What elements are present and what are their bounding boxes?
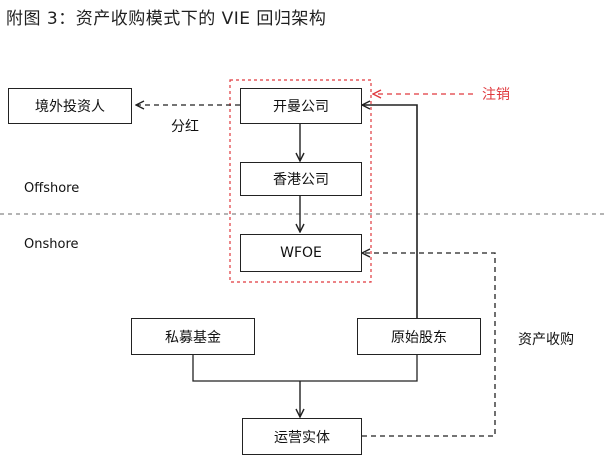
original-shareholders-box: 原始股东 — [357, 318, 481, 355]
wfoe-box: WFOE — [240, 234, 362, 272]
original-shareholders-label: 原始股东 — [391, 329, 447, 346]
figure-title: 附图 3：资产收购模式下的 VIE 回归架构 — [6, 9, 327, 29]
operating-entity-label: 运营实体 — [274, 429, 330, 446]
offshore-investor-label: 境外投资人 — [35, 99, 105, 115]
hongkong-company-box: 香港公司 — [240, 162, 362, 196]
offshore-investor-box: 境外投资人 — [8, 88, 132, 124]
dividend-label: 分红 — [171, 119, 199, 135]
wfoe-label: WFOE — [280, 245, 322, 261]
shareholders-to-cayman-arrow — [362, 105, 418, 318]
vie-group-frame — [229, 79, 372, 283]
asset-acquisition-arrow — [362, 253, 496, 437]
offshore-label: Offshore — [24, 181, 80, 196]
asset-acquisition-label: 资产收购 — [518, 332, 574, 348]
hongkong-company-label: 香港公司 — [273, 172, 329, 188]
pe-fund-label: 私募基金 — [165, 329, 221, 346]
pe-fund-box: 私募基金 — [131, 318, 255, 355]
pe-fund-connector — [192, 355, 418, 382]
onshore-label: Onshore — [24, 237, 79, 252]
cayman-company-box: 开曼公司 — [240, 88, 362, 124]
cayman-company-label: 开曼公司 — [273, 99, 329, 115]
operating-entity-box: 运营实体 — [242, 418, 362, 455]
cancel-label: 注销 — [482, 87, 510, 103]
